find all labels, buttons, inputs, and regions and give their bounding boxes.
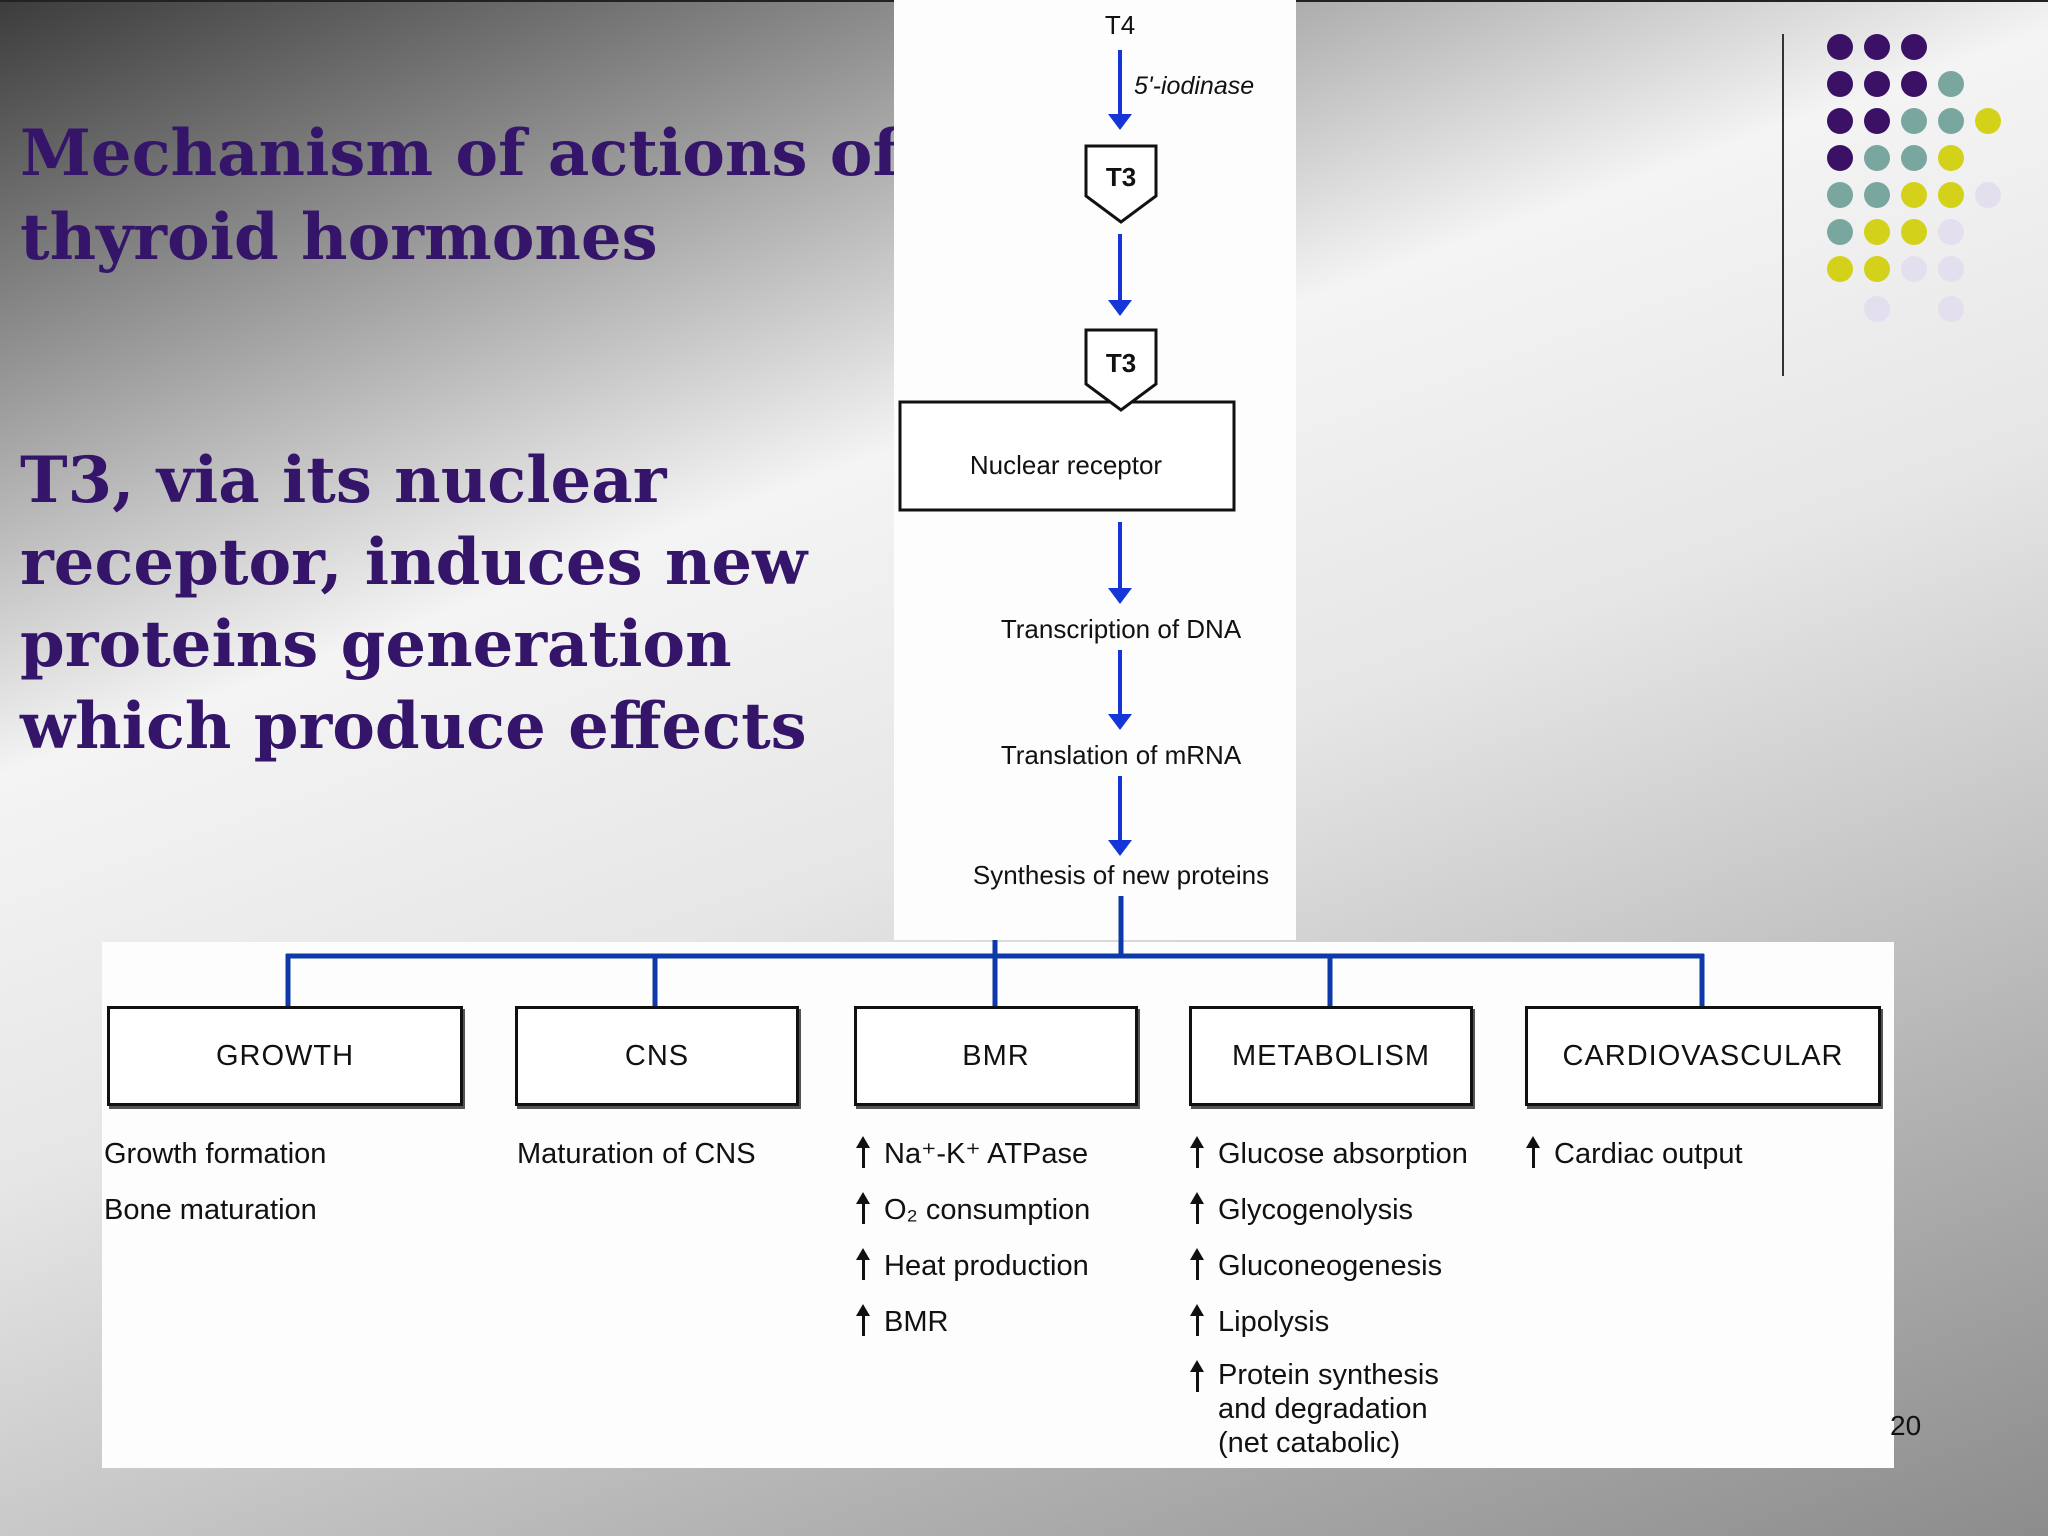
arrowhead (1108, 114, 1132, 130)
arrowhead (1108, 714, 1132, 730)
dot (1864, 219, 1890, 245)
t4-label: T4 (1105, 10, 1135, 40)
metabolism-effects: Glucose absorption Glycogenolysis Glucon… (1190, 1134, 1478, 1460)
dot (1827, 182, 1853, 208)
t3-label: T3 (1106, 162, 1136, 192)
translation-label: Translation of mRNA (1001, 740, 1242, 770)
dot (1864, 71, 1890, 97)
effect-item: Maturation of CNS (517, 1138, 756, 1170)
dot (1864, 256, 1890, 282)
dot (1901, 108, 1927, 134)
iodinase-label: 5'-iodinase (1134, 72, 1254, 100)
dot (1864, 145, 1890, 171)
arrowhead (1108, 300, 1132, 316)
dot (1827, 219, 1853, 245)
growth-effects: Growth formation Bone maturation (104, 1134, 326, 1246)
slide-title: Mechanism of actions of thyroid hormones (20, 116, 900, 275)
dot (1901, 182, 1927, 208)
dot (1901, 71, 1927, 97)
dot (1938, 71, 1964, 97)
dot (1901, 145, 1927, 171)
cardiovascular-label: CARDIOVASCULAR (1562, 1039, 1844, 1072)
metabolism-box: METABOLISM (1189, 1006, 1473, 1106)
t3-pentagon-bound (1084, 328, 1158, 412)
increase-effect-item: Heat production (856, 1246, 1090, 1302)
cns-effects: Maturation of CNS (517, 1134, 756, 1190)
dot (1901, 219, 1927, 245)
effect-item: Bone maturation (104, 1194, 317, 1226)
dot (1864, 182, 1890, 208)
cardiovascular-effects: Cardiac output (1526, 1134, 1743, 1190)
increase-effect-item: Glucose absorption (1190, 1134, 1478, 1190)
increase-effect-item: Protein synthesis and degradation (net c… (1190, 1358, 1478, 1460)
increase-effect-item: Lipolysis (1190, 1302, 1478, 1358)
dot (1938, 108, 1964, 134)
dot (1827, 145, 1853, 171)
dot (1975, 182, 2001, 208)
decorative-divider (1782, 34, 1784, 376)
increase-effect-item: O₂ consumption (856, 1190, 1090, 1246)
transcription-label: Transcription of DNA (1001, 614, 1242, 644)
increase-effect-item: Na⁺-K⁺ ATPase (856, 1134, 1090, 1190)
cns-box: CNS (515, 1006, 799, 1106)
bmr-label: BMR (962, 1039, 1030, 1072)
dot (1938, 145, 1964, 171)
cns-label: CNS (624, 1039, 690, 1072)
increase-effect-item: Cardiac output (1526, 1134, 1743, 1190)
bmr-box: BMR (854, 1006, 1138, 1106)
dot (1975, 108, 2001, 134)
growth-box: GROWTH (107, 1006, 463, 1106)
dot (1827, 256, 1853, 282)
dot (1864, 296, 1890, 322)
slide-subtitle: T3, via its nuclear receptor, induces ne… (20, 443, 808, 764)
dot (1938, 296, 1964, 322)
t3-pentagon (1084, 144, 1158, 224)
dot (1938, 256, 1964, 282)
increase-effect-item: Gluconeogenesis (1190, 1246, 1478, 1302)
dot (1938, 182, 1964, 208)
arrowhead (1108, 588, 1132, 604)
arrowhead (1108, 840, 1132, 856)
dot (1938, 219, 1964, 245)
dot (1827, 71, 1853, 97)
dot (1827, 108, 1853, 134)
nuclear-receptor-label: Nuclear receptor (970, 450, 1163, 480)
dot (1827, 34, 1853, 60)
synthesis-label: Synthesis of new proteins (973, 860, 1269, 890)
increase-effect-item: BMR (856, 1302, 1090, 1358)
growth-label: GROWTH (215, 1039, 355, 1072)
dot (1901, 34, 1927, 60)
t3-bound-label: T3 (1106, 348, 1136, 378)
increase-effect-item: Glycogenolysis (1190, 1190, 1478, 1246)
effect-item: Growth formation (104, 1138, 327, 1170)
dot (1901, 256, 1927, 282)
dot (1864, 108, 1890, 134)
metabolism-label: METABOLISM (1232, 1039, 1430, 1072)
cardiovascular-box: CARDIOVASCULAR (1525, 1006, 1881, 1106)
page-number: 20 (1890, 1410, 1922, 1441)
dot (1864, 34, 1890, 60)
bmr-effects: Na⁺-K⁺ ATPase O₂ consumption Heat produc… (856, 1134, 1090, 1358)
